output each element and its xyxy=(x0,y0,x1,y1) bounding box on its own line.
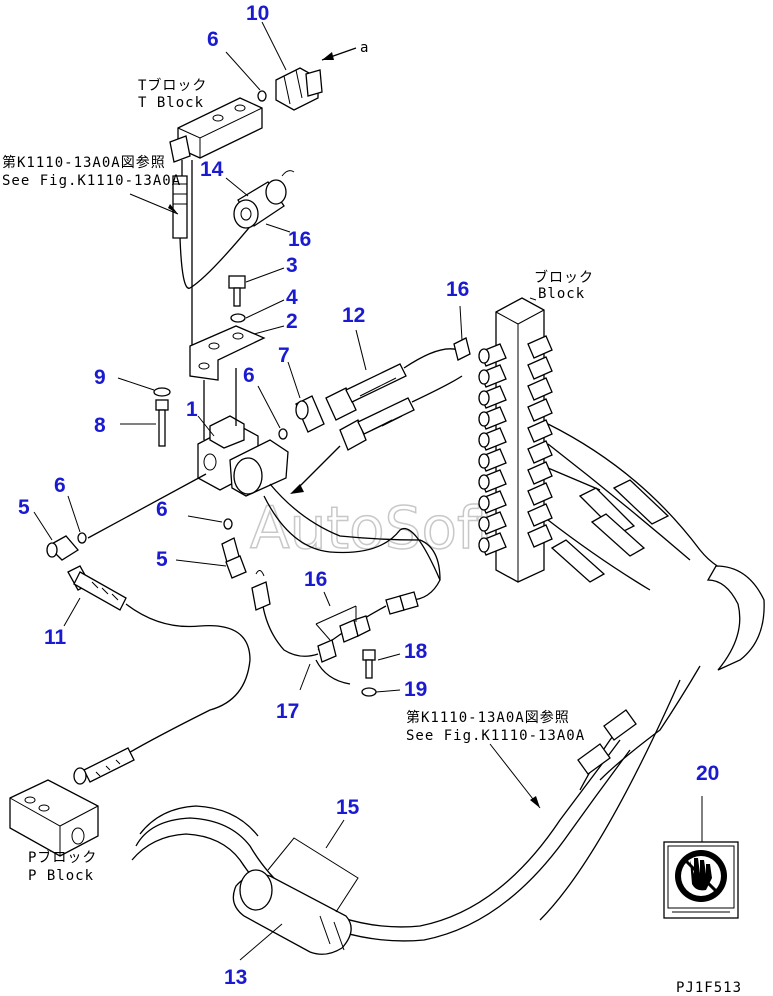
part-6-oring-valve xyxy=(278,428,288,440)
block-port-left-end xyxy=(478,495,490,511)
callout-11: 11 xyxy=(44,626,67,649)
part-3-bolt xyxy=(228,275,246,307)
callout-2: 2 xyxy=(286,310,298,333)
part-8-bolt xyxy=(155,399,169,447)
arrow-a: a xyxy=(321,40,369,61)
callout-16: 16 xyxy=(446,278,469,301)
t-block-label-jp: Tブロック xyxy=(138,77,207,94)
block-port-right xyxy=(527,440,553,464)
block-port-left-end xyxy=(478,369,490,385)
callout-19: 19 xyxy=(404,678,427,701)
p-block xyxy=(9,779,99,857)
part-12-hose xyxy=(290,348,463,494)
ref-label-top-jp: 第K1110-13A0A図参照 xyxy=(2,154,166,171)
callout-5: 5 xyxy=(156,548,168,571)
callout-1: 1 xyxy=(186,398,198,421)
part-5-elbow-mid xyxy=(221,537,247,579)
block-port-right xyxy=(527,524,553,548)
part-14-filter xyxy=(233,170,295,229)
t-block-label-en: T Block xyxy=(138,95,204,111)
callout-18: 18 xyxy=(404,640,428,663)
callout-6: 6 xyxy=(54,474,66,497)
block-port-right xyxy=(527,419,553,443)
p-block-label-en: P Block xyxy=(28,868,94,884)
wiring-harness xyxy=(251,483,441,685)
ref-label-mid-en: See Fig.K1110-13A0A xyxy=(406,728,585,744)
callout-6: 6 xyxy=(243,364,255,387)
part-19-washer xyxy=(361,687,377,697)
block-port-left-end xyxy=(478,390,490,406)
callout-16: 16 xyxy=(304,568,327,591)
block-port-left-end xyxy=(478,432,490,448)
part-10-fitting xyxy=(275,67,323,111)
block-port-right xyxy=(527,461,553,485)
callout-10: 10 xyxy=(246,2,269,25)
block-port-right xyxy=(527,377,553,401)
ref-label-mid-jp: 第K1110-13A0A図参照 xyxy=(406,709,570,726)
callout-9: 9 xyxy=(94,366,106,389)
part-18-bolt xyxy=(362,649,376,679)
block-port-right xyxy=(527,356,553,380)
part-7-fitting xyxy=(295,395,325,433)
callout-3: 3 xyxy=(286,254,298,277)
callout-20: 20 xyxy=(696,762,719,785)
part-11-hose xyxy=(67,565,251,785)
t-block xyxy=(169,97,263,178)
part-2-plate xyxy=(189,325,266,381)
t-block-hose-fitting xyxy=(172,160,263,350)
leader-6-left xyxy=(87,473,207,539)
part-15-label-box xyxy=(267,837,359,913)
callout-17: 17 xyxy=(276,700,299,723)
block-port-left-end xyxy=(478,411,490,427)
block-label-jp: ブロック xyxy=(534,269,594,286)
part-20-warning-decal xyxy=(663,841,739,919)
callout-8: 8 xyxy=(94,414,106,437)
drawing-code: PJ1F513 xyxy=(676,980,742,996)
callout-6: 6 xyxy=(207,28,219,51)
part-13-tube-assembly xyxy=(131,679,681,955)
block-port-right xyxy=(527,398,553,422)
part-4-washer xyxy=(230,313,246,323)
callout-7: 7 xyxy=(278,344,290,367)
callout-6: 6 xyxy=(156,498,168,521)
part-6-oring-mid xyxy=(223,518,233,530)
callout-14: 14 xyxy=(200,158,224,181)
ref-label-top-en: See Fig.K1110-13A0A xyxy=(2,173,181,189)
block-port-right xyxy=(527,503,553,527)
block-hose-bundle xyxy=(547,423,765,781)
callout-15: 15 xyxy=(336,796,360,819)
svg-text:a: a xyxy=(360,40,369,56)
block-port-left-end xyxy=(478,453,490,469)
block-port-left-end xyxy=(478,474,490,490)
block-port-right xyxy=(527,335,553,359)
block-port-left-end xyxy=(478,516,490,532)
callout-13: 13 xyxy=(224,966,247,989)
p-block-label-jp: Pブロック xyxy=(28,849,97,866)
block-port-left-end xyxy=(478,537,490,553)
watermark: AutoSoft xyxy=(250,494,499,562)
callout-5: 5 xyxy=(18,496,30,519)
part-6-oring-left xyxy=(77,532,87,544)
callout-12: 12 xyxy=(342,304,365,327)
part-6-oring-top xyxy=(257,90,267,102)
part-9-washer xyxy=(153,387,171,397)
callout-16: 16 xyxy=(288,228,311,251)
part-1-valve xyxy=(197,368,289,497)
block-port-left-end xyxy=(478,348,490,364)
block-label-en: Block xyxy=(538,286,585,302)
callout-4: 4 xyxy=(286,286,298,309)
manifold-block xyxy=(478,297,553,583)
part-16-clip-upper xyxy=(453,337,471,361)
block-port-right xyxy=(527,482,553,506)
part-5-elbow-left xyxy=(46,535,79,561)
